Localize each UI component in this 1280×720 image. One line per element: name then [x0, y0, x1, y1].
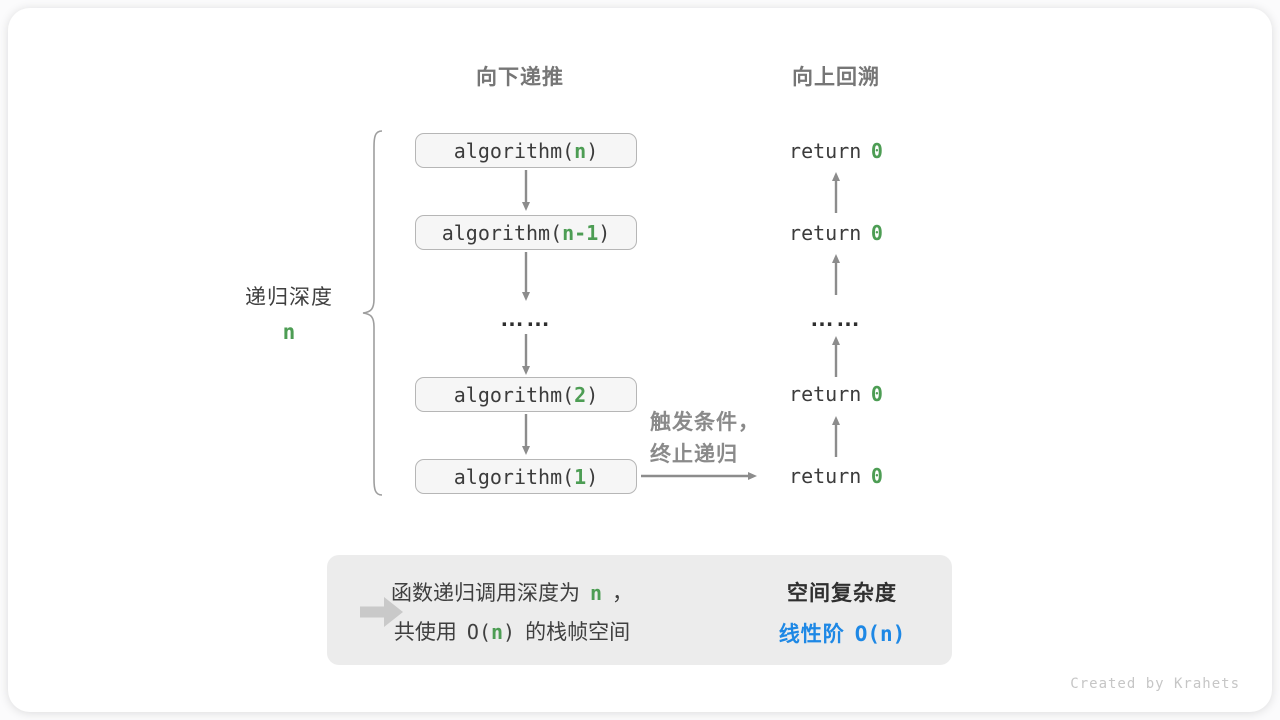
return-code: return 0: [789, 464, 883, 488]
space-complexity-title: 空间复杂度: [787, 582, 897, 605]
code-close: ): [586, 138, 599, 163]
return-keyword: return: [789, 381, 862, 406]
base-case-label-line2: 终止递归: [650, 443, 738, 466]
return-statement-3: return 0: [736, 376, 936, 411]
return-statement-1: return 0: [736, 133, 936, 168]
depth-label-text: 递归深度: [245, 286, 333, 309]
summary-line1-pre: 函数递归调用深度为: [390, 582, 580, 605]
code-fn: algorithm(: [441, 220, 563, 245]
result-cjk: 线性阶: [778, 623, 845, 646]
call-frame-code: algorithm(n-1): [442, 221, 611, 245]
return-code: return 0: [789, 139, 883, 163]
base-case-label: 触发条件， 终止递归: [650, 407, 780, 471]
call-frame-code: algorithm(1): [454, 465, 599, 489]
return-keyword: return: [789, 220, 862, 245]
ellipsis-down-column: ……: [500, 305, 552, 332]
summary-line1: 函数递归调用深度为 n ，: [332, 574, 692, 613]
bigO-open: O(: [466, 620, 491, 644]
return-statement-2: return 0: [736, 215, 936, 250]
return-statement-4: return 0: [736, 458, 936, 493]
result-bigO: O(n): [854, 622, 906, 646]
recursion-depth-label: 递归深度 n: [218, 281, 360, 344]
call-frame-box-n: algorithm(n): [415, 133, 637, 168]
depth-value: n: [282, 320, 296, 344]
credit-text: Created by Krahets: [1070, 676, 1240, 692]
summary-line2: 共使用 O(n) 的栈帧空间: [332, 613, 692, 652]
summary-line1-post: ，: [612, 582, 634, 605]
return-value: 0: [870, 220, 883, 245]
summary-line2-post: 的栈帧空间: [525, 621, 631, 644]
summary-right-text: 空间复杂度 线性阶 O(n): [747, 574, 937, 655]
column-header-upward: 向上回溯: [792, 66, 880, 89]
code-arg: 1: [574, 464, 587, 489]
code-close: ): [598, 220, 611, 245]
code-close: ): [586, 464, 599, 489]
call-frame-code: algorithm(2): [454, 383, 599, 407]
code-fn: algorithm(: [453, 464, 575, 489]
bigO-close: ): [503, 620, 516, 644]
code-arg: 2: [574, 382, 587, 407]
return-value: 0: [870, 138, 883, 163]
return-keyword: return: [789, 138, 862, 163]
implies-arrow-icon: [360, 597, 403, 627]
code-close: ): [586, 382, 599, 407]
call-frame-code: algorithm(n): [454, 139, 599, 163]
ellipsis-up-column: ……: [810, 305, 862, 332]
space-complexity-result: 线性阶 O(n): [747, 614, 937, 655]
summary-line1-n: n: [589, 581, 603, 605]
return-value: 0: [870, 463, 883, 488]
return-code: return 0: [789, 221, 883, 245]
call-frame-box-n-1: algorithm(n-1): [415, 215, 637, 250]
call-frame-box-2: algorithm(2): [415, 377, 637, 412]
return-value: 0: [870, 381, 883, 406]
code-fn: algorithm(: [453, 138, 575, 163]
code-fn: algorithm(: [453, 382, 575, 407]
return-code: return 0: [789, 382, 883, 406]
call-frame-box-1: algorithm(1): [415, 459, 637, 494]
base-case-label-line1: 触发条件，: [650, 411, 760, 434]
code-arg: n: [574, 138, 587, 163]
return-keyword: return: [789, 463, 862, 488]
column-header-downward: 向下递推: [476, 66, 564, 89]
summary-line2-pre: 共使用: [393, 621, 457, 644]
code-arg: n-1: [562, 220, 599, 245]
bigO-n: n: [491, 620, 504, 644]
summary-line2-bigO: O(n): [467, 620, 515, 644]
